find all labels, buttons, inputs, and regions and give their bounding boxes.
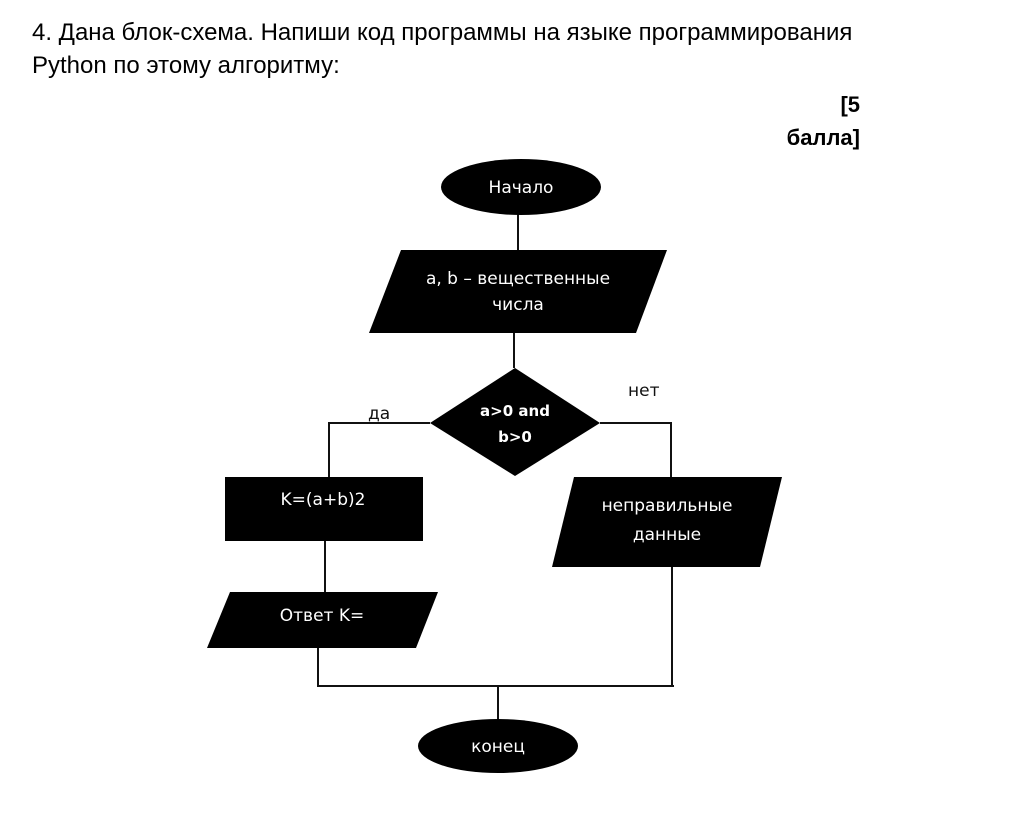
error-output-label-line-2: данные [633, 525, 701, 545]
task-line-2: Python по этому алгоритму: [32, 52, 340, 79]
input-block: a, b – вещественные числа [369, 250, 667, 333]
line-no-branch [600, 422, 672, 477]
input-label-line-1: a, b – вещественные [426, 269, 610, 289]
line-answer-to-join [317, 648, 674, 687]
answer-output-label: Ответ K= [280, 606, 364, 626]
end-block: конец [418, 719, 578, 773]
process-block: K=(a+b)2 [225, 477, 423, 541]
error-output-label-line-1: неправильные [602, 496, 733, 516]
line-yes-branch [328, 422, 430, 477]
task-text: 4. Дана блок-схема. Напиши код программы… [32, 16, 932, 82]
connector-lines [317, 214, 674, 720]
points-line-1: [5 [840, 92, 860, 117]
start-block: Начало [441, 159, 601, 215]
end-label: конец [471, 737, 525, 757]
yes-label: да [368, 404, 390, 424]
process-label: K=(a+b)2 [281, 490, 366, 510]
condition-label-line-2: b>0 [498, 428, 532, 446]
error-output-block: неправильные данные [552, 477, 782, 567]
condition-label-line-1: a>0 and [480, 402, 550, 420]
points-line-2: балла] [786, 125, 860, 150]
condition-block: a>0 and b>0 [430, 368, 600, 476]
points-label: [5 балла] [760, 88, 860, 154]
no-label: нет [628, 381, 660, 401]
start-label: Начало [489, 178, 554, 198]
answer-output-block: Ответ K= [207, 592, 438, 648]
input-label-line-2: числа [492, 295, 544, 315]
task-line-1: 4. Дана блок-схема. Напиши код программы… [32, 19, 853, 46]
